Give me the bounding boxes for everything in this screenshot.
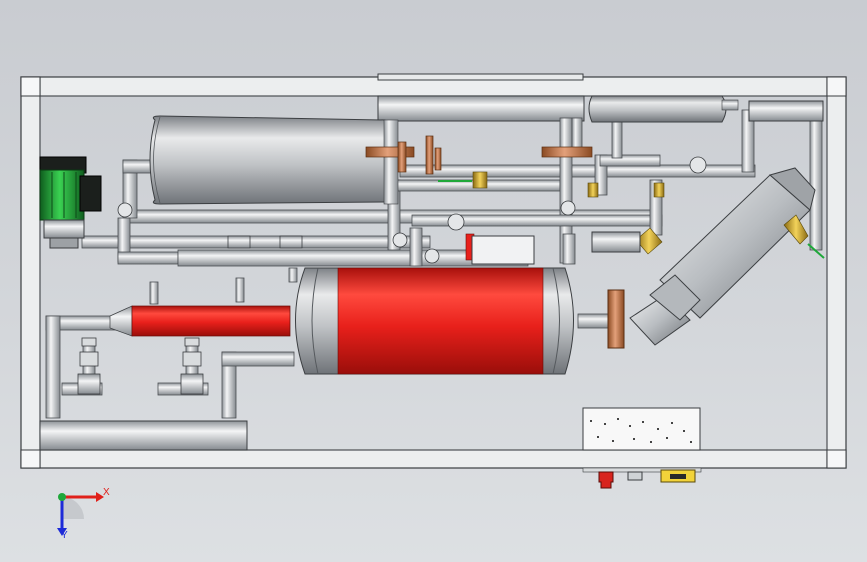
- brass-fittings[interactable]: [472, 171, 809, 255]
- sensor-lines[interactable]: [438, 180, 825, 259]
- circulation-pump[interactable]: [39, 156, 102, 249]
- skid-frame[interactable]: [20, 76, 847, 469]
- bottom-connectors[interactable]: [582, 467, 702, 489]
- copper-flanges-upper[interactable]: [365, 135, 593, 175]
- base-plate-left[interactable]: [39, 420, 248, 451]
- axis-y-label: Y: [61, 530, 68, 541]
- red-inlet-pipe[interactable]: [109, 305, 291, 337]
- top-mounting-plate[interactable]: [377, 73, 585, 122]
- axis-x-label: X: [103, 487, 110, 498]
- upper-steel-tank[interactable]: [149, 115, 399, 205]
- small-upper-tank[interactable]: [588, 95, 739, 123]
- red-storage-tank[interactable]: [295, 267, 574, 375]
- control-box[interactable]: [582, 407, 701, 451]
- axis-triad: [57, 492, 104, 536]
- diagonal-heat-exchanger[interactable]: [629, 167, 816, 346]
- junction-box[interactable]: [591, 231, 641, 253]
- copper-flange-right[interactable]: [607, 289, 625, 349]
- valves[interactable]: [77, 156, 707, 395]
- sight-glass[interactable]: [471, 235, 535, 265]
- filter-block[interactable]: [748, 100, 824, 122]
